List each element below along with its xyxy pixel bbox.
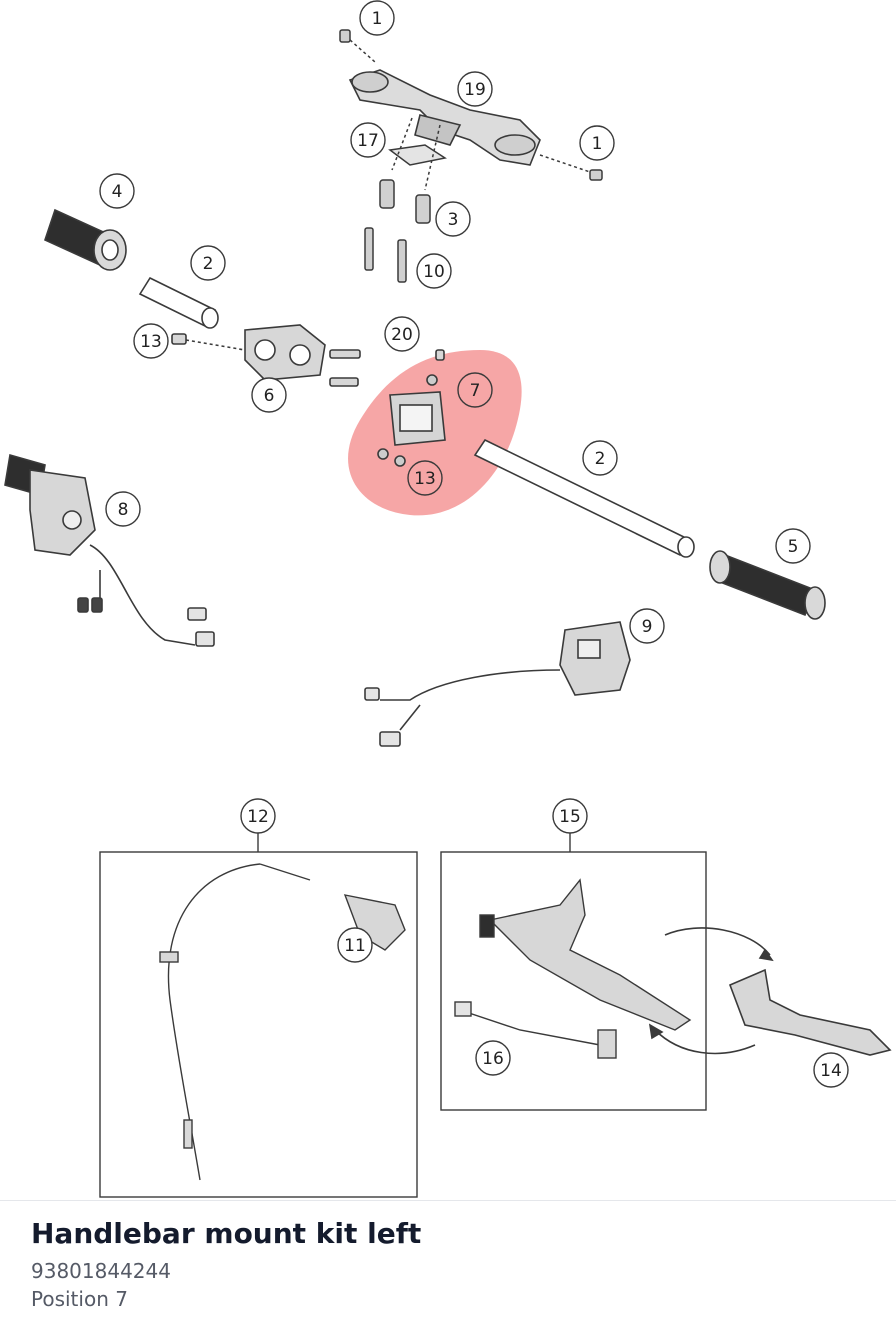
bracket-7 bbox=[377, 374, 446, 467]
callout-3[interactable]: 3 bbox=[435, 201, 471, 237]
callout-7[interactable]: 7 bbox=[457, 372, 493, 408]
callout-12[interactable]: 12 bbox=[240, 798, 276, 834]
callout-label: 19 bbox=[464, 80, 486, 100]
callout-15[interactable]: 15 bbox=[552, 798, 588, 834]
callout-16[interactable]: 16 bbox=[475, 1040, 511, 1076]
exploded-parts-diagram: 1 19 17 1 4 3 bbox=[4, 0, 892, 1198]
part-info-panel: Handlebar mount kit left 93801844244 Pos… bbox=[0, 1200, 896, 1335]
callout-label: 12 bbox=[247, 807, 269, 827]
part-title: Handlebar mount kit left bbox=[31, 1217, 422, 1250]
callout-label: 7 bbox=[470, 381, 481, 401]
callout-1-top[interactable]: 1 bbox=[359, 0, 395, 36]
callout-label: 13 bbox=[414, 469, 436, 489]
callout-label: 15 bbox=[559, 807, 581, 827]
callout-20[interactable]: 20 bbox=[384, 316, 420, 352]
callout-label: 2 bbox=[203, 254, 214, 274]
part-position: Position 7 bbox=[31, 1287, 128, 1311]
callout-14[interactable]: 14 bbox=[813, 1052, 849, 1088]
grip-4 bbox=[44, 208, 127, 271]
callout-label: 4 bbox=[112, 182, 123, 202]
diagram-drawing: 1 19 17 1 4 3 bbox=[4, 0, 892, 1198]
callouts: 1 19 17 1 4 3 bbox=[99, 0, 849, 1088]
callout-label: 5 bbox=[788, 537, 799, 557]
callout-label: 16 bbox=[482, 1049, 504, 1069]
switch-8 bbox=[4, 453, 215, 647]
callout-8[interactable]: 8 bbox=[105, 491, 141, 527]
callout-9[interactable]: 9 bbox=[629, 608, 665, 644]
callout-label: 20 bbox=[391, 325, 413, 345]
callout-label: 9 bbox=[642, 617, 653, 637]
callout-19[interactable]: 19 bbox=[457, 71, 493, 107]
callout-label: 3 bbox=[448, 210, 459, 230]
callout-label: 2 bbox=[595, 449, 606, 469]
triple-clamp bbox=[348, 69, 541, 166]
callout-label: 10 bbox=[423, 262, 445, 282]
callout-10[interactable]: 10 bbox=[416, 253, 452, 289]
callout-label: 8 bbox=[118, 500, 129, 520]
callout-label: 1 bbox=[592, 134, 603, 154]
clamp-6 bbox=[171, 324, 445, 387]
callout-13-right[interactable]: 13 bbox=[407, 460, 443, 496]
bolts-top bbox=[339, 29, 603, 283]
bar-long bbox=[473, 438, 695, 558]
box-12 bbox=[99, 833, 418, 1198]
callout-13-left[interactable]: 13 bbox=[133, 323, 169, 359]
callout-label: 6 bbox=[264, 386, 275, 406]
box-15 bbox=[440, 833, 707, 1111]
grip-5 bbox=[709, 550, 826, 620]
callout-2-upper[interactable]: 2 bbox=[190, 245, 226, 281]
callout-label: 17 bbox=[357, 131, 379, 151]
callout-label: 14 bbox=[820, 1061, 842, 1081]
callout-1-right[interactable]: 1 bbox=[579, 125, 615, 161]
bar-short bbox=[138, 276, 219, 329]
callout-6[interactable]: 6 bbox=[251, 377, 287, 413]
callout-4[interactable]: 4 bbox=[99, 173, 135, 209]
callout-17[interactable]: 17 bbox=[350, 122, 386, 158]
callout-label: 1 bbox=[372, 9, 383, 29]
callout-label: 11 bbox=[344, 936, 366, 956]
callout-11[interactable]: 11 bbox=[337, 927, 373, 963]
callout-5[interactable]: 5 bbox=[775, 528, 811, 564]
switch-9 bbox=[364, 621, 631, 747]
part-number: 93801844244 bbox=[31, 1259, 171, 1283]
callout-2-lower[interactable]: 2 bbox=[582, 440, 618, 476]
lever-14 bbox=[648, 927, 892, 1056]
callout-label: 13 bbox=[140, 332, 162, 352]
